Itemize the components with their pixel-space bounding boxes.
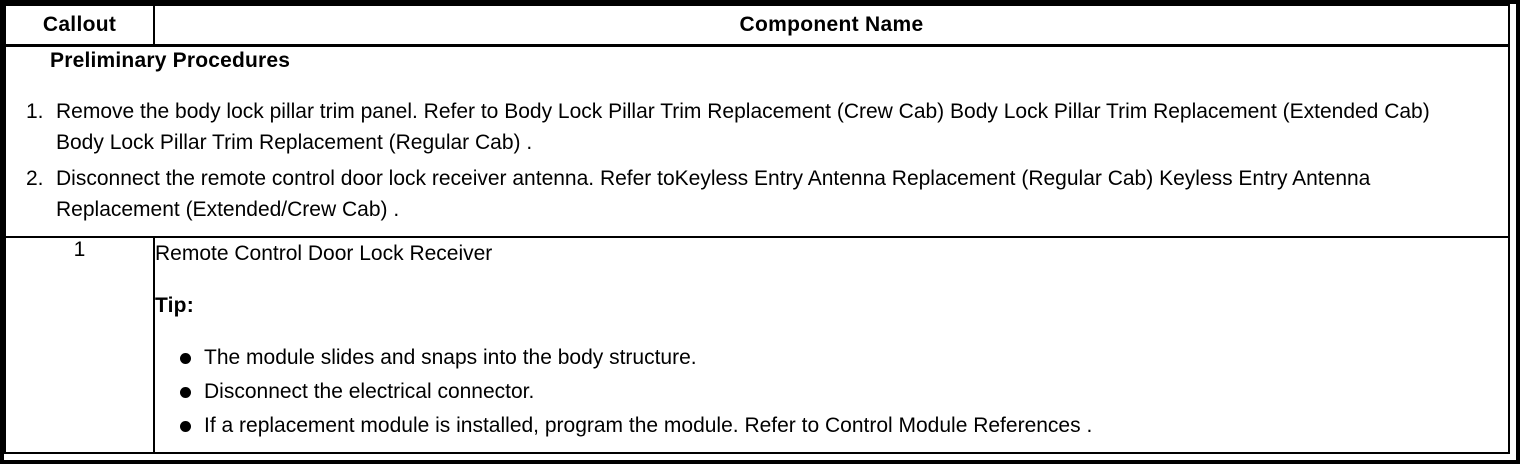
procedure-step: 1. Remove the body lock pillar trim pane…	[26, 96, 1508, 158]
component-cell: Remote Control Door Lock Receiver Tip: T…	[153, 236, 1510, 454]
step-text: Remove the body lock pillar trim panel. …	[56, 100, 1430, 154]
table-row: 1 Remote Control Door Lock Receiver Tip:…	[4, 236, 1510, 454]
tip-item: If a replacement module is installed, pr…	[180, 411, 1508, 441]
preliminary-row: Preliminary Procedures 1. Remove the bod…	[4, 44, 1510, 239]
tip-item: The module slides and snaps into the bod…	[180, 343, 1508, 373]
step-number: 1.	[26, 100, 44, 123]
preliminary-steps-list: 1. Remove the body lock pillar trim pane…	[6, 96, 1508, 225]
tip-label: Tip:	[155, 294, 194, 318]
bullet-icon	[180, 352, 191, 364]
preliminary-section: Preliminary Procedures 1. Remove the bod…	[4, 44, 1510, 239]
preliminary-title: Preliminary Procedures	[50, 49, 291, 72]
tip-list: The module slides and snaps into the bod…	[155, 343, 1508, 441]
component-table: Callout Component Name Preliminary Proce…	[4, 4, 1510, 454]
callout-cell: 1	[4, 236, 155, 454]
component-name: Remote Control Door Lock Receiver	[155, 242, 493, 266]
tip-text: The module slides and snaps into the bod…	[204, 346, 697, 370]
tip-text: If a replacement module is installed, pr…	[204, 414, 1093, 438]
step-number: 2.	[26, 167, 44, 190]
bullet-icon	[180, 420, 191, 432]
bullet-icon	[180, 386, 191, 398]
tip-item: Disconnect the electrical connector.	[180, 377, 1508, 407]
component-column-header: Component Name	[153, 4, 1510, 47]
callout-column-header: Callout	[4, 4, 155, 47]
step-text: Disconnect the remote control door lock …	[56, 167, 1371, 221]
tip-text: Disconnect the electrical connector.	[204, 380, 535, 404]
procedure-step: 2. Disconnect the remote control door lo…	[26, 163, 1508, 225]
table-header-row: Callout Component Name	[4, 4, 1510, 47]
